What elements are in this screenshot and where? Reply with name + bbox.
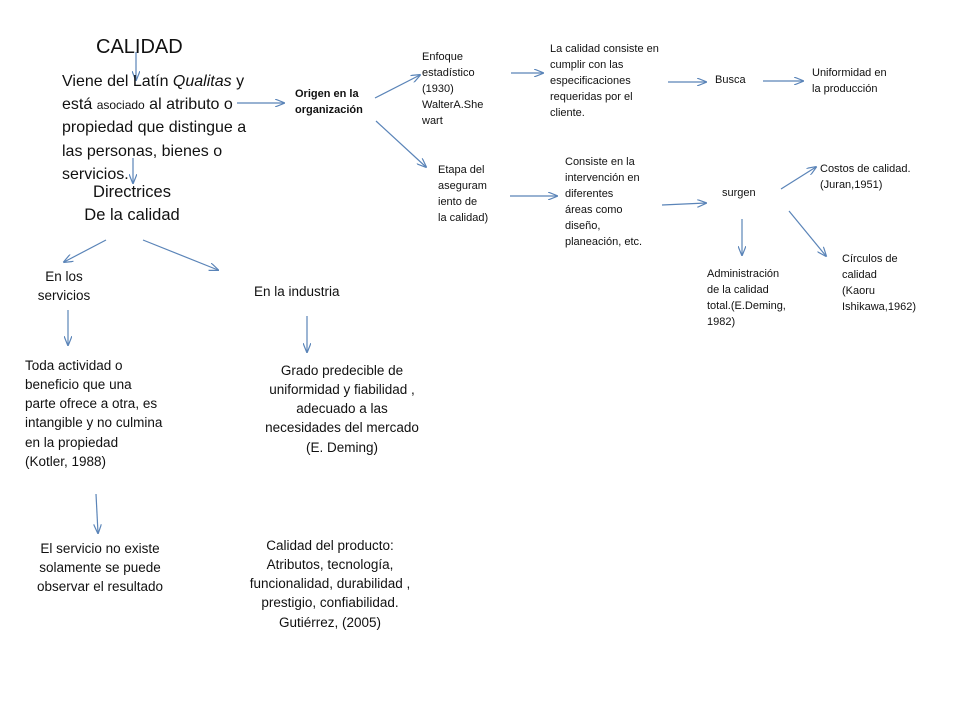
administracion-node: Administración de la calidad total.(E.De… [707,268,786,328]
busca-node: Busca [715,74,746,86]
directrices-node: Directrices De la calidad [84,183,180,225]
intro-line-4: las personas, bienes o [62,142,223,160]
arrow-directrices-to-industria [142,239,218,270]
origen-node: Origen en la organización [295,88,363,116]
industria-definition: Grado predecible de uniformidad y fiabil… [265,363,419,455]
arrow-origen-to-etapa [375,120,426,167]
intro-line-2: está asociado al atributo o [62,96,233,114]
intro-text: Viene del Latín Qualitas y está asociado… [62,70,246,186]
servicios-definition: Toda actividad o beneficio que una parte… [25,358,163,469]
uniformidad-node: Uniformidad en la producción [812,67,887,95]
arrow-surgen-to-circulos [788,210,826,256]
industria-node: En la industria [254,284,340,299]
page-title: CALIDAD [96,36,183,58]
arrow-directrices-to-servicios [64,239,107,262]
arrow-surgen-to-costos [780,167,816,190]
enfoque-node: Enfoque estadístico (1930) WalterA.She w… [422,51,484,127]
intro-line-5: servicios. [62,165,129,183]
intro-line-3: propiedad que distingue a [62,119,247,137]
circulos-node: Círculos de calidad (Kaoru Ishikawa,1962… [842,253,916,313]
intro-line-1: Viene del Latín Qualitas y [62,73,245,90]
etapa-node: Etapa del aseguram iento de la calidad) [438,164,489,224]
producto-quality: Calidad del producto: Atributos, tecnolo… [249,538,411,630]
surgen-node: surgen [722,187,756,199]
arrow-origen-to-enfoque [374,75,420,99]
specs-node: La calidad consiste en cumplir con las e… [550,43,659,119]
arrow-servicios-def-to-result [96,493,98,533]
intervencion-node: Consiste en la intervención en diferente… [565,156,643,248]
costos-node: Costos de calidad. (Juran,1951) [820,163,911,191]
arrow-intervencion-to-surgen [661,203,706,205]
servicios-node: En los servicios [37,269,91,304]
servicios-result: El servicio no existe solamente se puede… [36,541,164,595]
